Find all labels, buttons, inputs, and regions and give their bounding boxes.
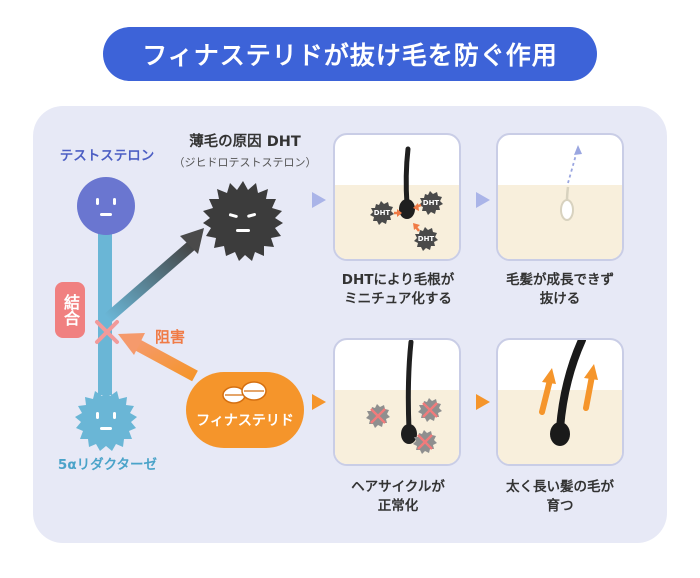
dht-particle-icon: DHT bbox=[370, 201, 394, 225]
chevron-right-icon bbox=[312, 394, 326, 410]
step-label-miniaturize: DHTにより毛根がミニチュア化する bbox=[341, 272, 455, 307]
svg-text:DHT: DHT bbox=[423, 199, 440, 207]
cross-mark bbox=[95, 320, 119, 344]
chevron-right-icon bbox=[476, 394, 490, 410]
testosterone-label: テストステロン bbox=[59, 148, 155, 164]
chevron-right-icon bbox=[312, 192, 326, 208]
step-box-hair-grows bbox=[496, 338, 624, 466]
step-label-cycle-normal: ヘアサイクルが正常化 bbox=[351, 479, 445, 514]
page-title: フィナステリドが抜け毛を防ぐ作用 bbox=[103, 27, 597, 81]
svg-text:DHT: DHT bbox=[374, 209, 391, 217]
bind-badge: 結合 bbox=[55, 282, 85, 338]
stem-line bbox=[98, 225, 112, 395]
arrow-up-icon bbox=[583, 364, 598, 411]
blocked-dht-icon bbox=[413, 430, 437, 454]
pills-icon bbox=[222, 381, 267, 404]
finasteride-label: フィナステリド bbox=[196, 413, 294, 429]
dht-particle-icon: DHT bbox=[419, 191, 443, 215]
dht-arrowhead bbox=[180, 228, 204, 254]
step-box-cycle-normal bbox=[333, 338, 461, 466]
svg-text:DHT: DHT bbox=[418, 235, 435, 243]
reductase-face-icon bbox=[75, 389, 137, 451]
blocked-dht-icon bbox=[418, 398, 442, 422]
diagonal-line bbox=[104, 240, 196, 323]
step-box-hair-falls bbox=[496, 133, 624, 261]
step-box-miniaturize: DHT DHT DHT bbox=[333, 133, 461, 261]
dht-title: 薄毛の原因 DHT bbox=[189, 134, 301, 150]
testosterone-face-icon bbox=[77, 177, 135, 235]
dht-face-icon bbox=[203, 181, 283, 261]
step-label-hair-falls: 毛髪が成長できず抜ける bbox=[506, 272, 614, 307]
blocked-dht-icon bbox=[366, 404, 390, 428]
step-label-hair-grows: 太く長い髪の毛が育つ bbox=[506, 479, 614, 514]
dht-particle-icon: DHT bbox=[414, 227, 438, 251]
chevron-right-icon bbox=[476, 192, 490, 208]
dht-subtitle: （ジヒドロテストステロン） bbox=[173, 156, 317, 169]
inhibit-line bbox=[131, 337, 198, 382]
arrow-up-icon bbox=[539, 368, 556, 415]
inhibit-label: 阻害 bbox=[155, 328, 186, 346]
inhibit-arrowhead bbox=[118, 333, 145, 355]
reductase-label: 5αリダクターゼ bbox=[57, 457, 158, 473]
